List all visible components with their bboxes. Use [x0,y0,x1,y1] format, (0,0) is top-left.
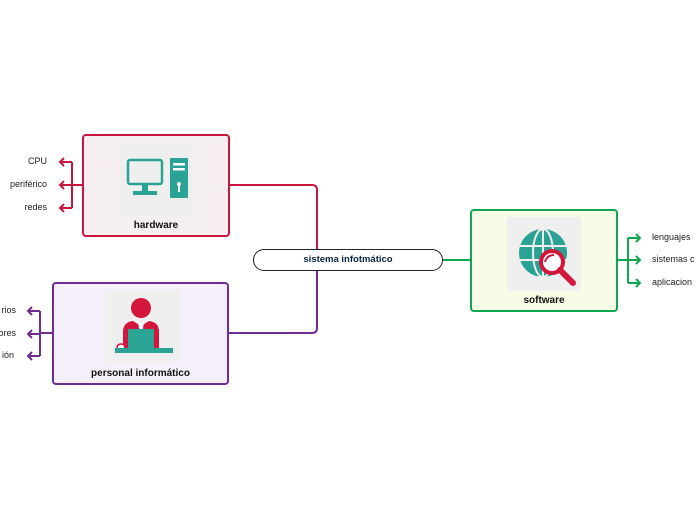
personal-child-3[interactable]: ión [1,350,14,360]
hardware-children-bracket [58,157,82,213]
software-title: software [523,295,565,306]
hardware-child-cpu[interactable]: CPU [27,156,47,166]
user-at-computer-icon [105,290,179,362]
personal-connector [229,260,318,334]
software-node[interactable]: software [470,209,618,312]
personal-node[interactable]: personal informático [52,282,229,385]
computer-icon [120,142,194,216]
hardware-connector [230,184,318,261]
hardware-node[interactable]: hardware [82,134,230,237]
personal-children-bracket [26,306,52,361]
software-child-lenguajes[interactable]: lenguajes [652,232,691,242]
software-child-aplicaciones[interactable]: aplicacion [652,277,693,287]
hardware-child-periferico[interactable]: periférico [9,179,47,189]
personal-child-1[interactable]: rios [1,305,16,315]
hardware-title: hardware [133,220,179,231]
personal-child-2[interactable]: ores [0,328,16,338]
hardware-child-redes[interactable]: redes [24,202,47,212]
software-child-sistemas[interactable]: sistemas c [652,254,695,264]
globe-search-icon [507,217,581,291]
software-children-bracket [617,233,642,288]
central-topic[interactable]: sistema infotmático [253,249,443,271]
personal-title: personal informático [91,368,190,379]
